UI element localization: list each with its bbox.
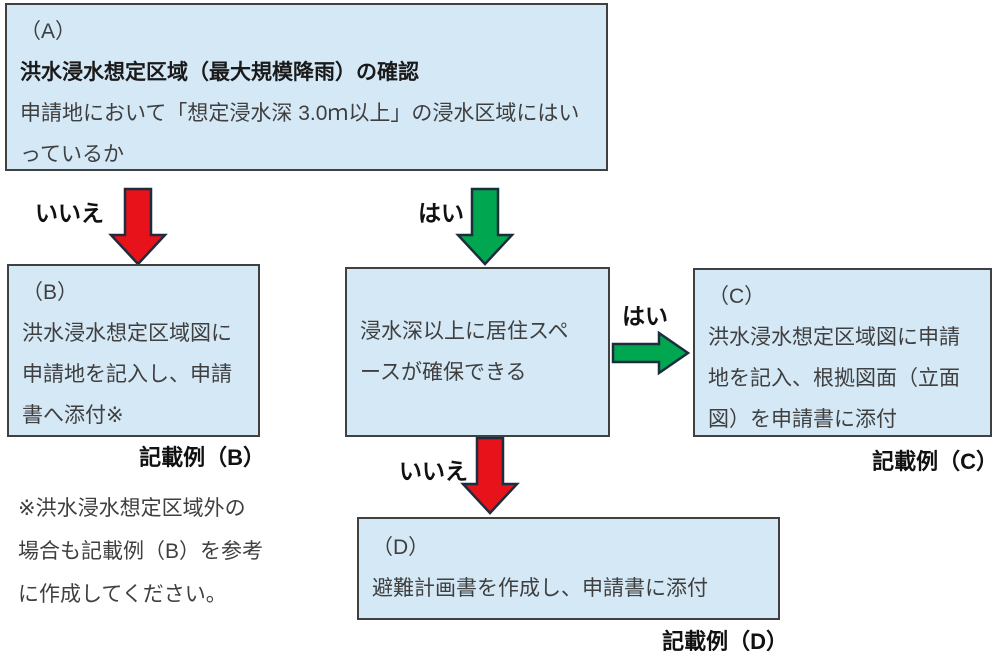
box-c: （C） 洪水浸水想定区域図に申請 地を記入、根拠図面（立面 図）を申請書に添付 — [693, 268, 992, 437]
box-a-body: 申請地において「想定浸水深 3.0ｍ以上」の浸水区域にはい っているか — [20, 102, 580, 166]
branch-label-no-1: いいえ — [35, 200, 104, 226]
box-c-label: （C） — [708, 285, 766, 308]
caption-example-b: 記載例（B） — [139, 445, 265, 470]
right-arrow-green-middle-to-c-icon — [611, 330, 691, 376]
down-arrow-red-a-to-b-icon — [108, 187, 168, 266]
branch-label-yes-1: はい — [418, 200, 464, 226]
down-arrow-green-a-to-middle-icon — [455, 187, 515, 266]
box-c-body: 洪水浸水想定区域図に申請 地を記入、根拠図面（立面 図）を申請書に添付 — [708, 326, 960, 431]
box-b-label: （B） — [22, 281, 79, 304]
caption-example-c: 記載例（C） — [872, 449, 998, 474]
down-arrow-red-middle-to-d-icon — [460, 436, 520, 515]
box-middle: 浸水深以上に居住スペ ースが確保できる — [345, 267, 610, 437]
box-a: （A） 洪水浸水想定区域（最大規模降雨）の確認 申請地において「想定浸水深 3.… — [5, 3, 608, 171]
box-d-label: （D） — [372, 536, 430, 559]
caption-example-d: 記載例（D） — [662, 629, 788, 651]
box-a-label: （A） — [20, 20, 77, 43]
box-d-body: 避難計画書を作成し、申請書に添付 — [372, 577, 708, 600]
box-d: （D） 避難計画書を作成し、申請書に添付 — [357, 517, 780, 620]
box-b: （B） 洪水浸水想定区域図に 申請地を記入し、申請 書へ添付※ — [7, 264, 260, 437]
branch-label-no-2: いいえ — [399, 458, 468, 484]
footnote: ※洪水浸水想定区域外の 場合も記載例（B）を参考 に作成してください。 — [18, 497, 264, 606]
box-middle-body: 浸水深以上に居住スペ ースが確保できる — [360, 320, 569, 384]
branch-label-yes-2: はい — [622, 303, 668, 329]
box-b-body: 洪水浸水想定区域図に 申請地を記入し、申請 書へ添付※ — [22, 322, 232, 427]
box-a-title: 洪水浸水想定区域（最大規模降雨）の確認 — [20, 61, 419, 84]
